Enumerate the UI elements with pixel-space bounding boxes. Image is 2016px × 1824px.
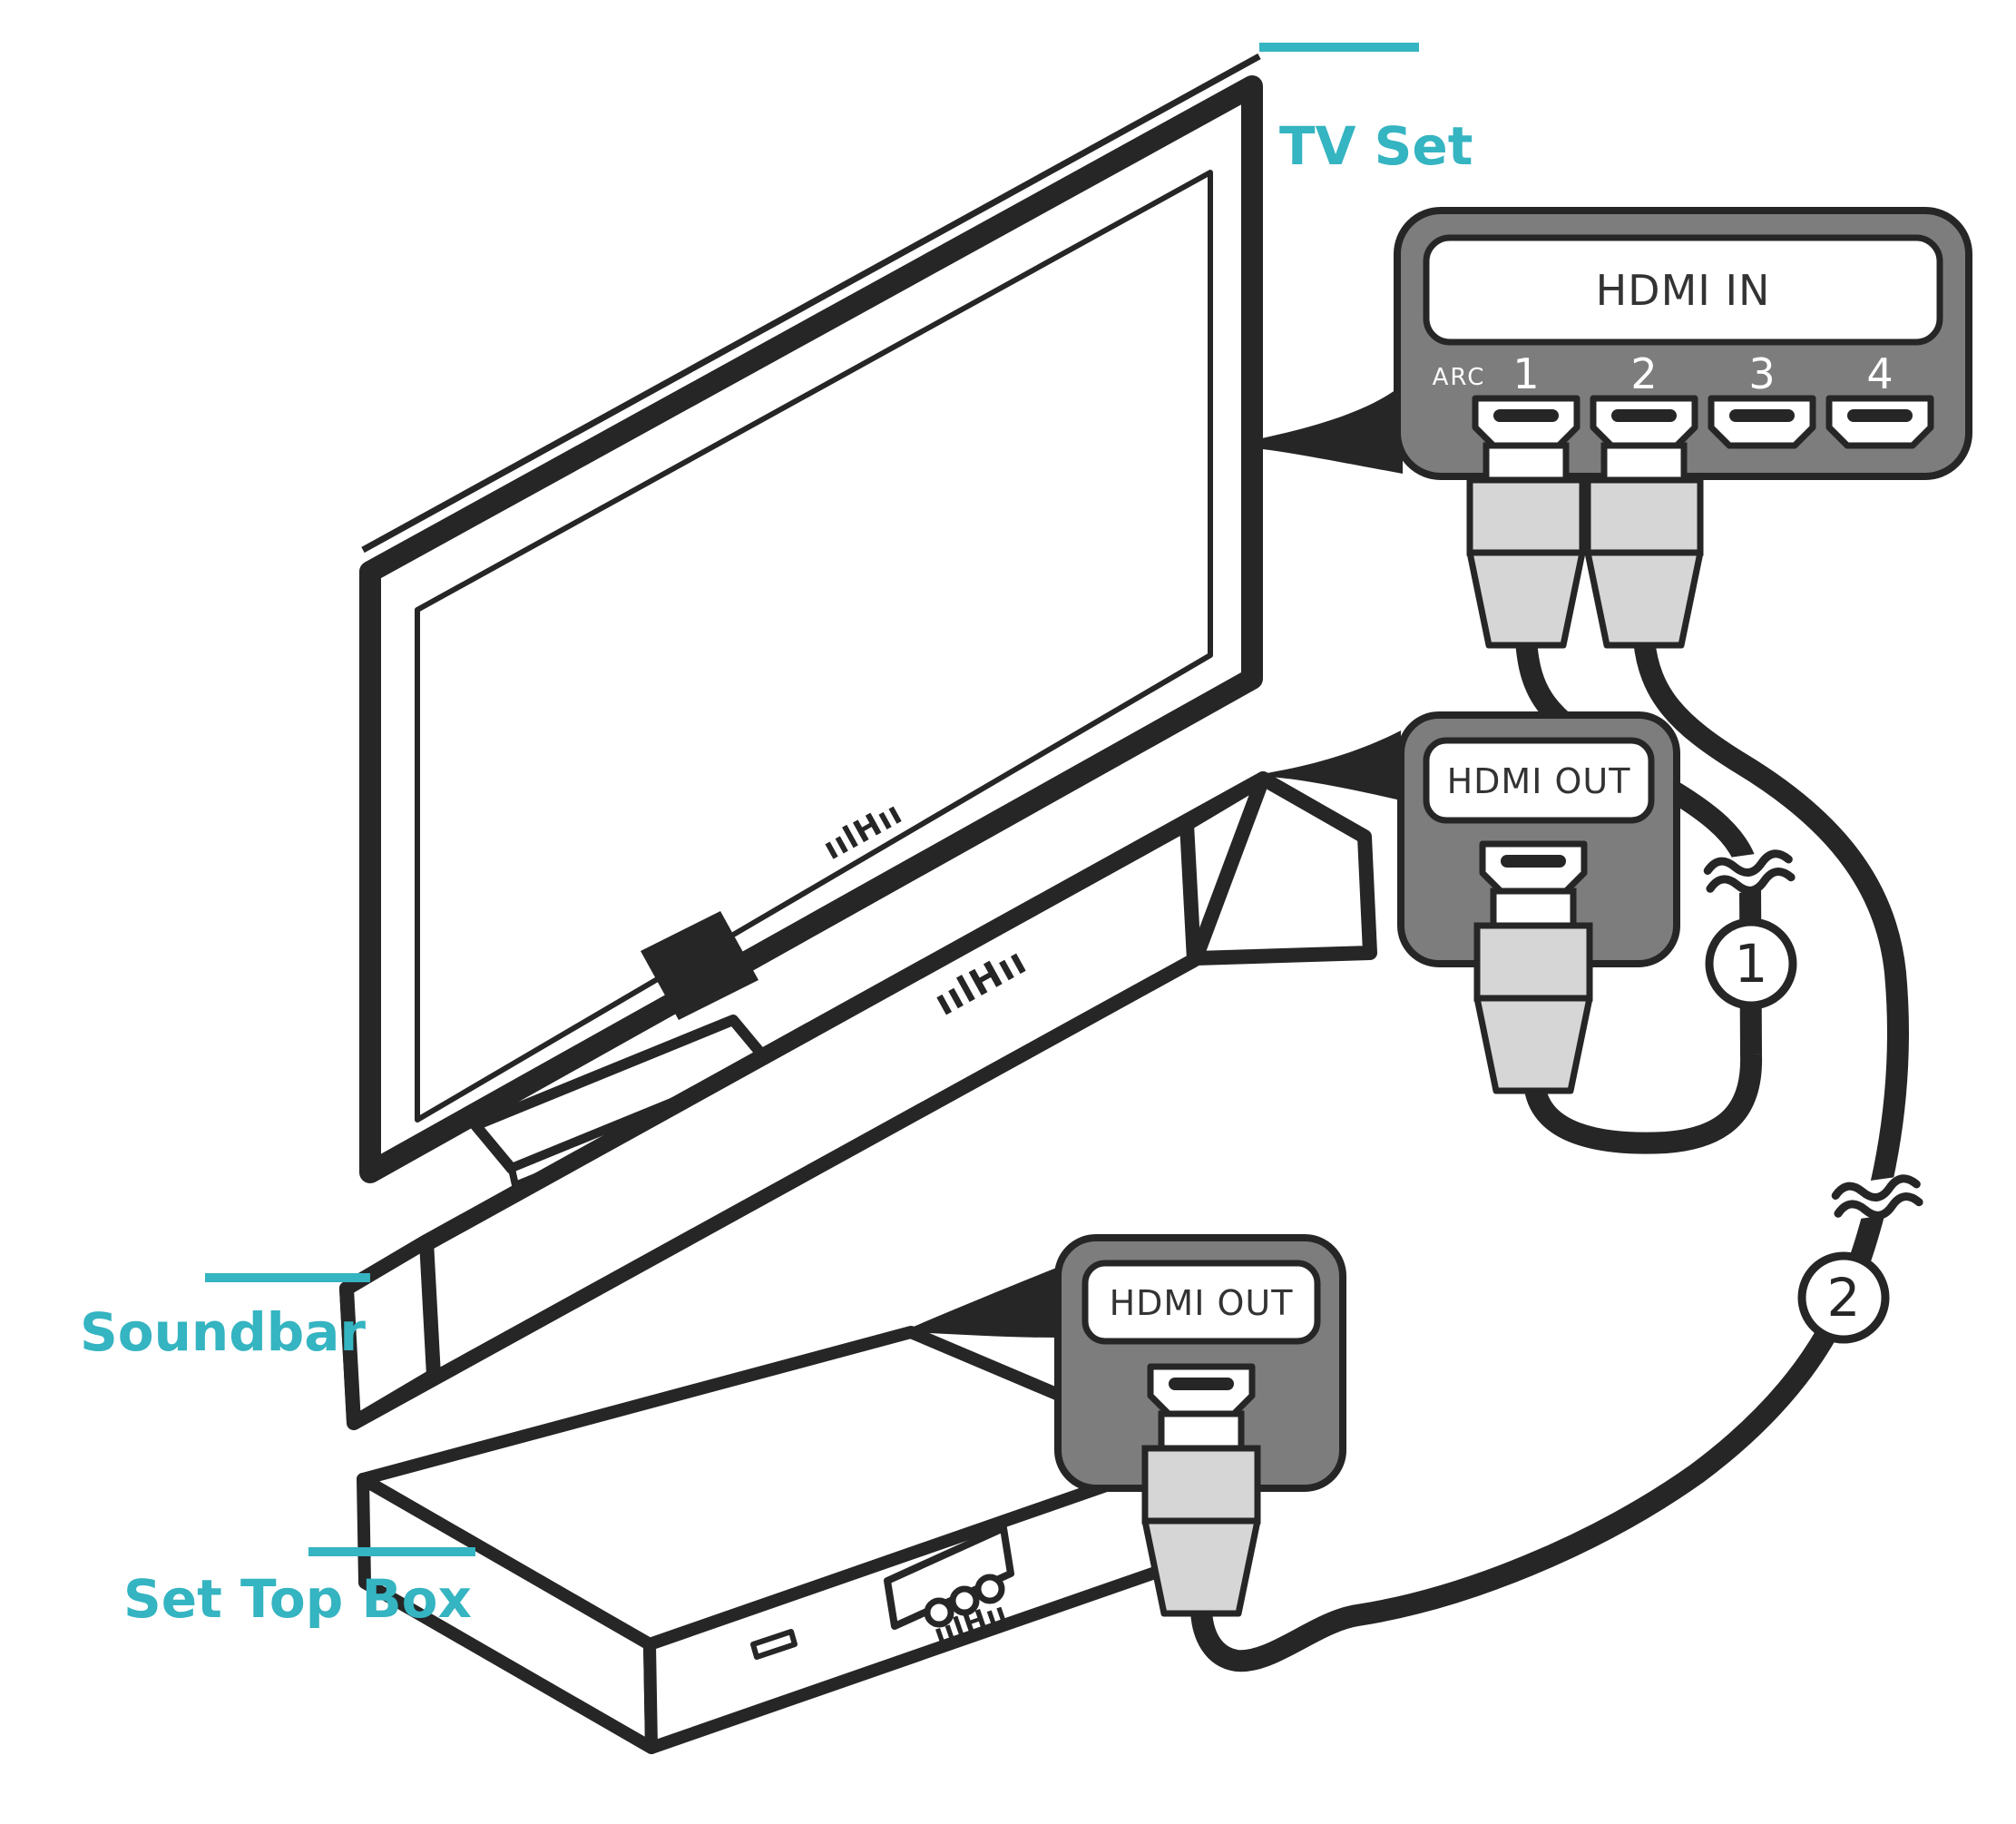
- soundbar-right-cap: [1189, 771, 1377, 966]
- stb-display-window: [884, 1525, 1014, 1630]
- tv-frame: [359, 75, 1263, 1183]
- cable-1-break-icon: [1700, 848, 1800, 898]
- set-top-box-illustration: ıılHıı: [357, 1326, 1206, 1754]
- stb-button: [924, 1597, 954, 1628]
- stb-out-label-plate: [1081, 1260, 1321, 1345]
- soundbar-out-plug: [1473, 887, 1593, 1094]
- hdmi-port-icon: [1590, 395, 1698, 449]
- hdmi-port-4-label: 4: [1866, 349, 1893, 398]
- tv-top-depth-edge: [361, 53, 1261, 554]
- soundbar-illustration: ıılHıı: [339, 771, 1377, 1430]
- hdmi-port-icon: [1479, 840, 1588, 895]
- label-tv-set: TV Set: [1259, 43, 1473, 177]
- soundbar-callout-wedge: [1267, 731, 1401, 800]
- soundbar-out-title: HDMI OUT: [1447, 761, 1631, 801]
- hdmi-arc-label: ARC: [1433, 364, 1486, 391]
- stb-out-plug: [1141, 1410, 1261, 1617]
- tv-stand-neck: [641, 911, 758, 1020]
- hdmi-plug-port1: [1466, 442, 1586, 649]
- label-set-top-box: Set Top Box: [123, 1547, 475, 1630]
- stb-front-slot: [750, 1629, 798, 1660]
- cable-2-badge-number: 2: [1827, 1267, 1861, 1329]
- stb-out-title: HDMI OUT: [1110, 1283, 1294, 1323]
- tv-screen: [415, 170, 1213, 1123]
- cable-2-break-icon: [1828, 1172, 1928, 1223]
- stb-callout-wedge: [909, 1267, 1058, 1338]
- label-soundbar: Soundbar: [80, 1273, 370, 1363]
- soundbar-out-label-plate: [1423, 737, 1655, 824]
- cable-1-badge-number: 1: [1735, 933, 1768, 995]
- soundbar-left-cap: [339, 1234, 441, 1430]
- tv-set-label: TV Set: [1279, 115, 1473, 177]
- hdmi-in-label-plate: [1423, 234, 1943, 346]
- hdmi-port-2-label: 2: [1630, 349, 1657, 398]
- hdmi-port-icon: [1825, 395, 1934, 449]
- soundbar-hdmi-out-panel: HDMI OUT: [1397, 711, 1680, 1094]
- hdmi-port-3-label: 3: [1748, 349, 1775, 398]
- hdmi-port-icon: [1147, 1363, 1256, 1417]
- set-top-box-label: Set Top Box: [123, 1568, 472, 1630]
- cable-2-badge: 2: [1797, 1251, 1890, 1344]
- tv-callout-wedge: [1248, 385, 1403, 474]
- soundbar-label: Soundbar: [80, 1301, 366, 1363]
- hdmi-in-title: HDMI IN: [1596, 266, 1771, 315]
- hdmi-port-icon: [1708, 395, 1816, 449]
- stb-button: [949, 1585, 980, 1616]
- cable-1-badge: 1: [1705, 917, 1797, 1010]
- stb-button: [974, 1574, 1005, 1604]
- hdmi-in-panel: HDMI IN ARC 1 2 3 4: [1394, 207, 1972, 649]
- hdmi-plug-port2: [1584, 442, 1704, 649]
- hdmi-port-icon: [1472, 395, 1581, 449]
- tv-illustration: ıılHıı: [359, 53, 1263, 1189]
- hdmi-port-1-label: 1: [1512, 349, 1539, 398]
- stb-hdmi-out-panel: HDMI OUT: [1054, 1234, 1346, 1617]
